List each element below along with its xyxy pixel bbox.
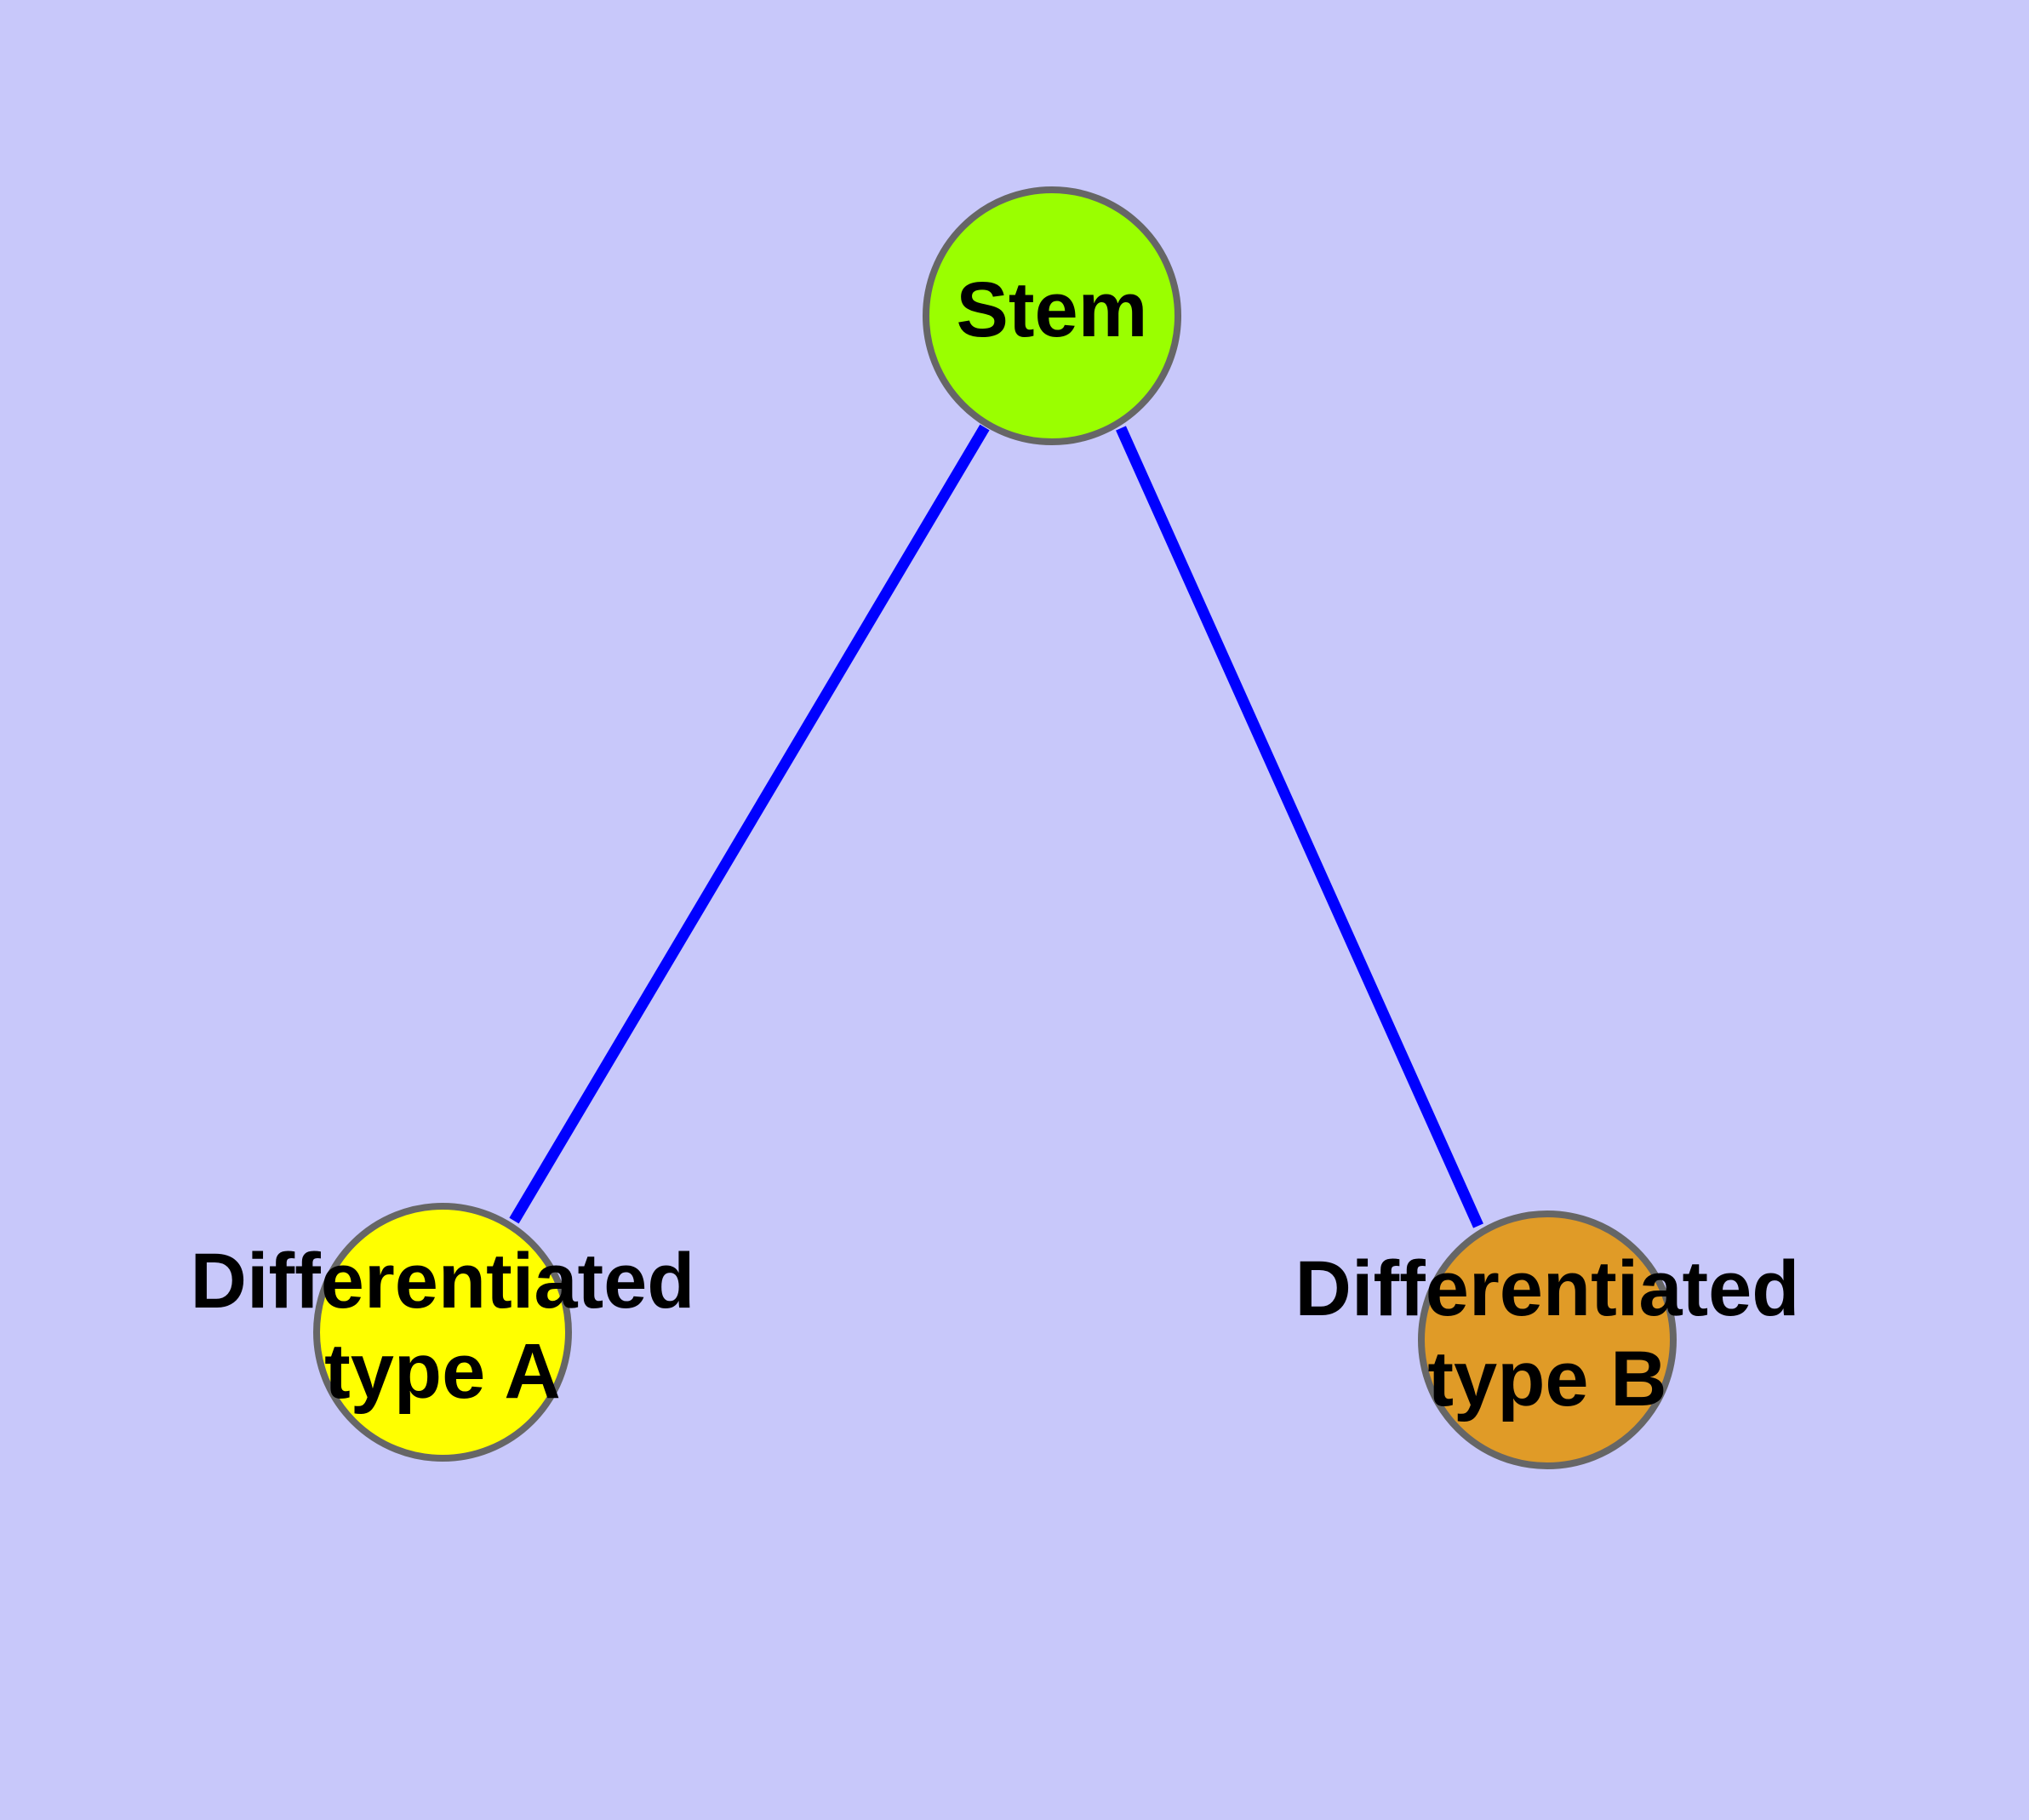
graph-edge-stem-diff_a[interactable] <box>509 424 990 1224</box>
graph-node-stem[interactable] <box>923 186 1181 445</box>
graph-node-diff_a[interactable] <box>313 1203 572 1462</box>
node-layer <box>313 186 1677 1469</box>
graph-edge-stem-diff_b[interactable] <box>1116 426 1483 1228</box>
edge-layer <box>509 424 1483 1228</box>
graph-node-diff_b[interactable] <box>1418 1210 1677 1469</box>
